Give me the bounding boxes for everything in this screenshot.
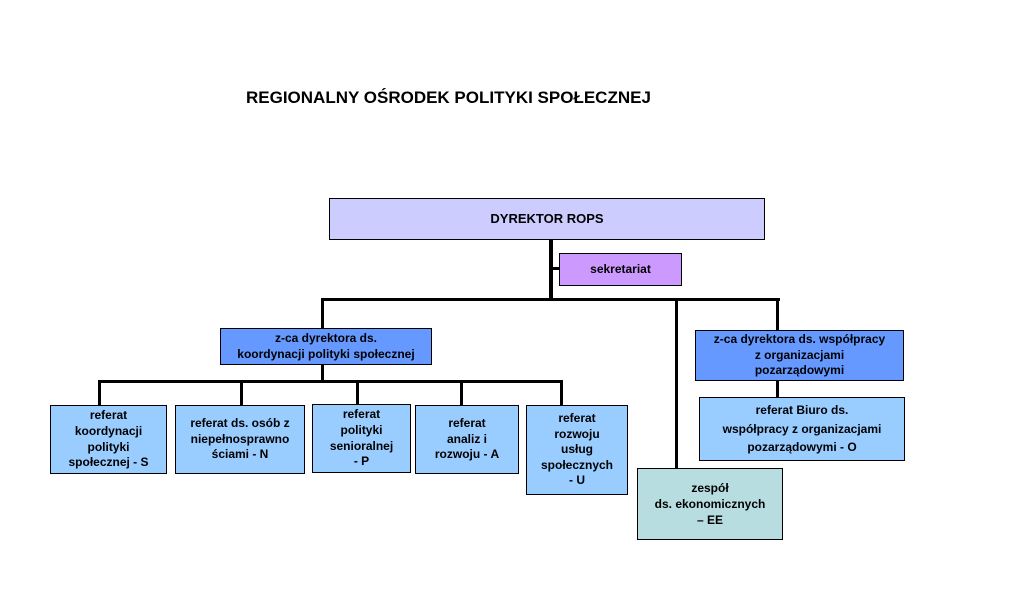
connector-deputy-coordination [321, 298, 324, 328]
connector-unit-n [240, 380, 243, 405]
unit-label-p: referat polityki senioralnej - P [329, 407, 394, 469]
secretariat-box: sekretariat [559, 253, 682, 286]
connector-secretariat [551, 267, 559, 270]
unit-box-n: referat ds. osób z niepełnosprawno ściam… [175, 405, 305, 474]
connector-coordination-trunk [321, 364, 324, 382]
secretariat-label: sekretariat [590, 261, 651, 276]
connector-unit-s [98, 380, 101, 405]
unit-label-o: referat Biuro ds. współpracy z organizac… [722, 403, 882, 455]
unit-label-u: referat rozwoju usług społecznych - U [540, 411, 614, 488]
connector-unit-u [560, 380, 563, 405]
unit-box-u: referat rozwoju usług społecznych - U [526, 405, 628, 495]
connector-director-trunk [549, 239, 553, 301]
connector-unit-a [460, 380, 463, 405]
director-box: DYREKTOR ROPS [329, 198, 765, 240]
connector-top-horizontal [321, 298, 780, 301]
connector-unit-o [776, 380, 779, 398]
deputy-cooperation-label: z-ca dyrektora ds. współpracy z organiza… [713, 332, 886, 378]
unit-box-economic: zespół ds. ekonomicznych – EE [637, 468, 783, 540]
unit-box-p: referat polityki senioralnej - P [312, 404, 411, 473]
unit-label-economic: zespół ds. ekonomicznych – EE [654, 480, 766, 528]
deputy-coordination-label: z-ca dyrektora ds. koordynacji polityki … [237, 330, 415, 361]
connector-deputy-cooperation [776, 298, 779, 330]
unit-label-n: referat ds. osób z niepełnosprawno ściam… [190, 416, 290, 462]
unit-label-s: referat koordynacji polityki społecznej … [68, 408, 149, 470]
connector-units-horizontal [98, 380, 563, 383]
page-title: REGIONALNY OŚRODEK POLITYKI SPOŁECZNEJ [246, 88, 651, 107]
deputy-coordination-box: z-ca dyrektora ds. koordynacji polityki … [220, 328, 432, 365]
director-label: DYREKTOR ROPS [490, 210, 604, 226]
deputy-cooperation-box: z-ca dyrektora ds. współpracy z organiza… [695, 330, 904, 381]
unit-box-a: referat analiz i rozwoju - A [415, 405, 519, 474]
unit-box-o: referat Biuro ds. współpracy z organizac… [699, 397, 905, 461]
unit-box-s: referat koordynacji polityki społecznej … [50, 405, 167, 474]
connector-unit-p [356, 380, 359, 404]
connector-economic [675, 298, 678, 468]
unit-label-a: referat analiz i rozwoju - A [434, 416, 500, 462]
